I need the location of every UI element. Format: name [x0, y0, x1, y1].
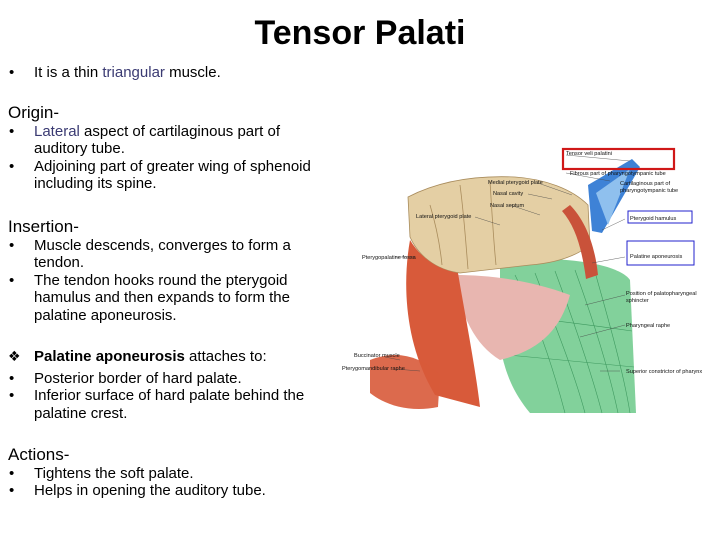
origin-1-accent: Lateral [34, 122, 80, 140]
bullet-icon: • [9, 387, 15, 404]
label-hamulus: Pterygoid hamulus [630, 216, 677, 222]
hamulus-highlight-box [627, 210, 693, 224]
soft-palate [455, 275, 570, 360]
tensor-palati-figure: Tensor veli palatini Fibrous part of pha… [340, 145, 720, 420]
actions-heading: Actions- [8, 445, 70, 464]
origin-section: Origin- • Lateral aspect of cartilaginous… [8, 104, 311, 193]
label-cartilaginous-1: Cartilaginous part of [620, 181, 671, 187]
insertion-2-l2: hamulus and then expands to form the [34, 289, 290, 306]
aponeurosis-item-2: • Inferior surface of hard palate behind … [8, 387, 304, 422]
insertion-item-1: • Muscle descends, converges to form a te… [8, 237, 291, 272]
origin-heading: Origin- [8, 103, 60, 122]
insertion-item-2: • The tendon hooks round the pterygoid ha… [8, 272, 291, 325]
aponeurosis-1-l1: Posterior border of hard palate. [34, 369, 242, 387]
actions-section: Actions- • Tightens the soft palate. • Hel… [8, 446, 266, 500]
label-fossa: Pterygopalatine fossa [362, 255, 417, 261]
intro-accent: triangular [102, 64, 165, 81]
bullet-icon: • [9, 236, 15, 254]
origin-2-cont: including its spine. [34, 175, 157, 192]
label-nasal-cavity: Nasal cavity [493, 191, 523, 197]
insertion-2-l3: palatine aponeurosis. [34, 306, 177, 324]
bullet-icon: • [9, 482, 15, 499]
actions-item-2: • Helps in opening the auditory tube. [8, 482, 266, 500]
intro-bullet: • It is a thin triangular muscle. [8, 64, 221, 82]
label-superior-constrictor: Superior constrictor of pharynx [626, 369, 702, 375]
aponeurosis-item-1: • Posterior border of hard palate. [8, 370, 304, 388]
label-medial-plate: Medial pterygoid plate [488, 180, 543, 186]
tensor-highlight-box [561, 147, 676, 171]
levator-muscle [562, 205, 598, 279]
bone-line [429, 204, 443, 266]
label-lateral-plate: Lateral pterygoid plate [416, 214, 471, 220]
insertion-1-l2: tendon. [34, 254, 85, 271]
aponeurosis-bold: Palatine aponeurosis [34, 348, 185, 365]
aponeurosis-lead: ❖ Palatine aponeurosis attaches to: [8, 348, 304, 366]
insertion-1-l1: Muscle descends, converges to form a [34, 236, 291, 254]
insertion-section: Insertion- • Muscle descends, converges t… [8, 218, 291, 324]
diamond-bullet-icon: ❖ [8, 348, 21, 364]
actions-1: Tightens the soft palate. [34, 464, 194, 482]
label-cartilaginous-2: pharyngotympanic tube [620, 188, 678, 194]
buccinator-muscle [370, 355, 440, 410]
label-ptm-raphe: Pterygomandibular raphe [342, 366, 405, 372]
label-nasal-septum: Nasal septum [490, 203, 525, 209]
origin-item-2: • Adjoining part of greater wing of sphen… [8, 158, 311, 193]
label-fibrous: Fibrous part of pharyngotympanic tube [570, 171, 666, 177]
bone-line [459, 184, 469, 270]
bullet-icon: • [9, 271, 15, 289]
bullet-icon: • [9, 122, 15, 140]
insertion-2-l1: The tendon hooks round the pterygoid [34, 271, 288, 289]
label-palatine-aponeurosis: Palatine aponeurosis [630, 254, 682, 260]
intro-pre: It is a thin [34, 64, 103, 81]
label-buccinator: Buccinator muscle [354, 353, 400, 359]
origin-item-1: • Lateral aspect of cartilaginous part of… [8, 123, 311, 158]
origin-2-text: Adjoining part of greater wing of spheno… [34, 157, 311, 175]
insertion-heading: Insertion- [8, 217, 79, 236]
slide-title: Tensor Palati [254, 14, 466, 52]
tensor-highlight [596, 169, 630, 225]
actions-2: Helps in opening the auditory tube. [34, 482, 266, 499]
intro-post: muscle. [164, 64, 221, 81]
label-position-1: Position of palatopharyngeal [626, 291, 697, 297]
aponeurosis-rest: attaches to: [184, 348, 267, 365]
label-tensor: Tensor veli palatini [566, 151, 612, 157]
aponeurosis-section: ❖ Palatine aponeurosis attaches to: • Post… [8, 348, 304, 422]
origin-1-cont: auditory tube. [34, 140, 125, 157]
actions-item-1: • Tightens the soft palate. [8, 465, 266, 483]
aponeurosis-2-l2: palatine crest. [34, 404, 128, 422]
origin-1-text: aspect of cartilaginous part of [79, 122, 280, 140]
label-raphe: Pharyngeal raphe [626, 323, 670, 329]
label-position-2: sphincter [626, 298, 649, 304]
bone-line [489, 180, 497, 266]
aponeurosis-2-l1: Inferior surface of hard palate behind t… [34, 387, 305, 404]
bullet-icon: • [9, 464, 15, 482]
leader-lines [384, 154, 631, 372]
bullet-icon: • [9, 157, 15, 175]
bullet-icon: • [9, 64, 15, 81]
bullet-icon: • [9, 369, 15, 387]
aponeurosis-highlight-box [626, 240, 695, 266]
